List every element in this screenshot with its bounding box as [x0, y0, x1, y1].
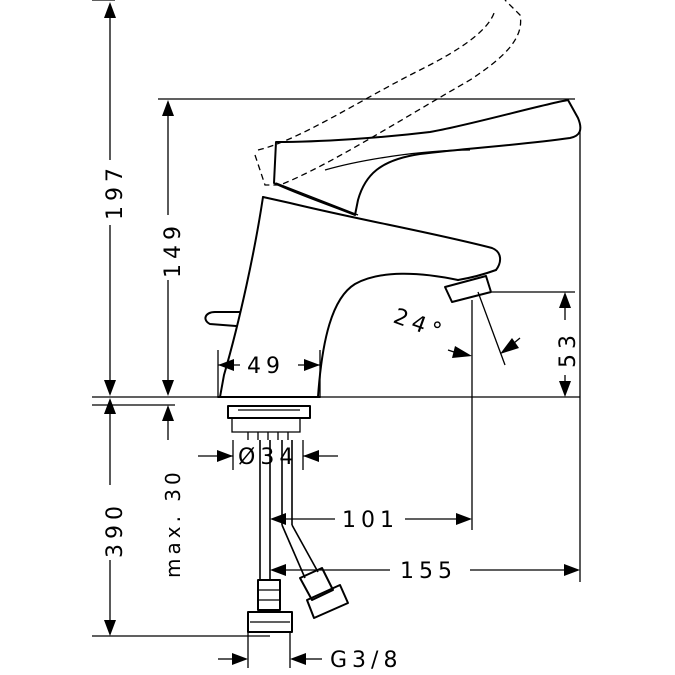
dim-spout-reach-label: 101: [342, 508, 399, 533]
dim-below-deck: 390: [103, 398, 128, 636]
dim-spout-height-label: 53: [556, 330, 581, 368]
dim-total-height: 197: [103, 2, 128, 396]
dim-spout-angle-label: 24°: [390, 304, 449, 346]
supply-hoses: [259, 440, 319, 580]
dim-diameter-label: Ø34: [238, 445, 298, 470]
dim-total-height-label: 197: [103, 163, 128, 220]
hose-connector-right: [299, 567, 349, 619]
dim-thread-label: G3/8: [330, 648, 402, 673]
dim-max-deck-label: max. 30: [161, 468, 185, 578]
dim-thread: G3/8: [218, 648, 402, 673]
dim-spout-angle: 24°: [390, 304, 521, 358]
dim-diameter: Ø34: [198, 445, 338, 470]
dim-max-deck: max. 30: [161, 405, 185, 578]
dim-body-height: 149: [161, 100, 186, 396]
dim-base-width-label: 49: [247, 354, 285, 379]
dim-below-deck-label: 390: [103, 501, 128, 558]
dim-base-width: 49: [218, 354, 320, 379]
drain-pull-rod: [204, 311, 241, 327]
mounting-flange: [227, 405, 311, 440]
lever-open-position-dashed: [254, 0, 522, 186]
reference-lines: [92, 0, 581, 668]
dim-spout-height: 53: [556, 292, 581, 397]
dim-spout-reach: 101: [270, 508, 472, 533]
hose-connector-left: [247, 579, 293, 633]
dim-total-reach-label: 155: [400, 559, 457, 584]
dim-body-height-label: 149: [161, 221, 186, 278]
faucet-lever: [273, 99, 582, 216]
dim-total-reach: 155: [270, 559, 580, 584]
